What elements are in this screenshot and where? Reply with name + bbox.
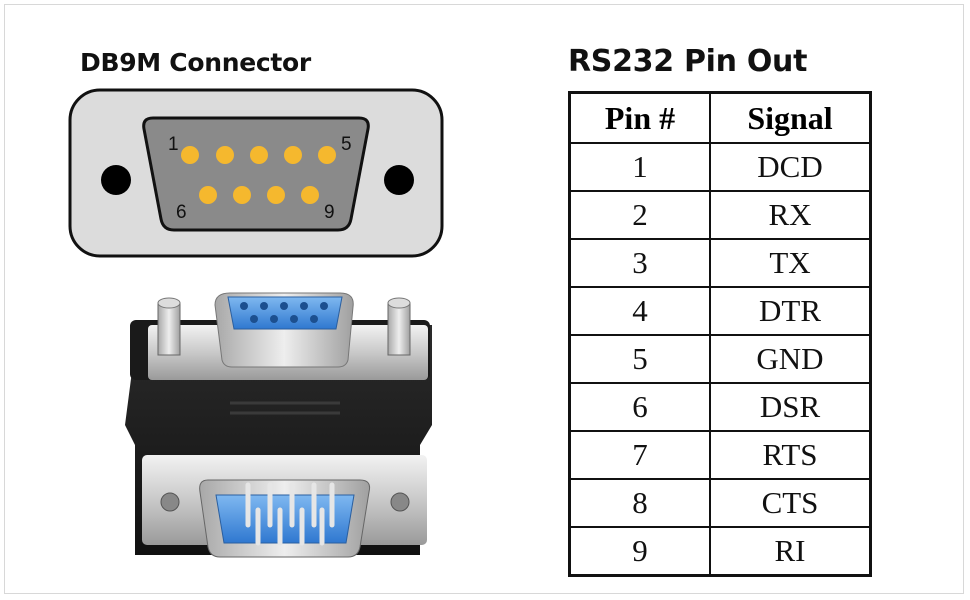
signal-cell: GND <box>709 334 872 384</box>
pin-cell: 5 <box>568 334 711 384</box>
pin-cell: 3 <box>568 238 711 288</box>
pin-dot-9 <box>301 186 319 204</box>
header-signal: Signal <box>709 91 872 144</box>
mounting-hole-right <box>384 165 414 195</box>
connector-title: DB9M Connector <box>80 48 311 77</box>
signal-cell: RX <box>709 190 872 240</box>
pin-dots <box>181 146 336 204</box>
signal-cell: CTS <box>709 478 872 528</box>
signal-cell: DSR <box>709 382 872 432</box>
pin-label-6: 6 <box>176 202 187 223</box>
pin-dot-8 <box>267 186 285 204</box>
pin-cell: 9 <box>568 526 711 577</box>
signal-cell: TX <box>709 238 872 288</box>
screw-left <box>157 302 181 356</box>
pin-dot-4 <box>284 146 302 164</box>
image-frame <box>4 4 964 594</box>
adapter-photo <box>125 292 432 558</box>
signal-cell: RI <box>709 526 872 577</box>
screw-right <box>387 302 411 356</box>
header-pin: Pin # <box>568 91 711 144</box>
pin-dot-7 <box>233 186 251 204</box>
pin-cell: 6 <box>568 382 711 432</box>
pin-cell: 2 <box>568 190 711 240</box>
pin-label-5: 5 <box>341 134 352 155</box>
signal-cell: DTR <box>709 286 872 336</box>
pin-dot-5 <box>318 146 336 164</box>
pin-cell: 4 <box>568 286 711 336</box>
signal-cell: DCD <box>709 142 872 192</box>
female-insert <box>227 296 343 330</box>
pin-cell: 8 <box>568 478 711 528</box>
table-header-row: Pin # Signal <box>568 91 872 144</box>
signal-cell: RTS <box>709 430 872 480</box>
pin-cell: 7 <box>568 430 711 480</box>
pin-dot-2 <box>216 146 234 164</box>
pin-dot-3 <box>250 146 268 164</box>
pinout-title: RS232 Pin Out <box>568 44 808 79</box>
pin-dot-6 <box>199 186 217 204</box>
db9m-connector-diagram: 1 5 6 9 <box>68 88 444 258</box>
pin-dot-1 <box>181 146 199 164</box>
pin-label-1: 1 <box>168 134 179 155</box>
pin-cell: 1 <box>568 142 711 192</box>
pin-label-9: 9 <box>324 202 335 223</box>
mounting-hole-left <box>101 165 131 195</box>
